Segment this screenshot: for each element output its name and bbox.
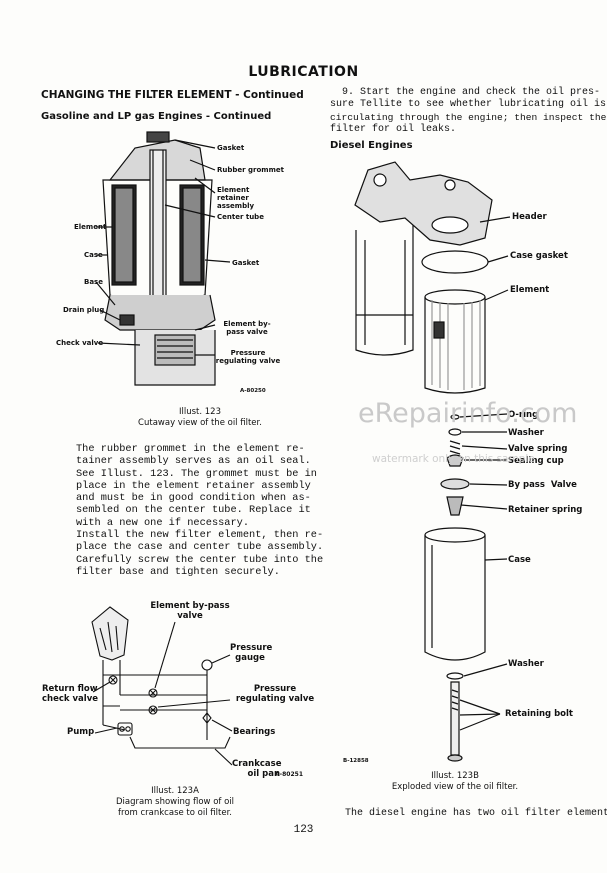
- label-drain-plug: Drain plug: [63, 306, 105, 314]
- label-o-ring: O-ring: [508, 410, 539, 420]
- para1-line: with a new one if necessary.: [76, 516, 250, 529]
- label-rubber-grommet: Rubber grommet: [217, 166, 284, 174]
- label-base: Base: [84, 278, 103, 286]
- label-element-bypass: Element by-pass valve: [150, 601, 230, 621]
- label-case-diesel: Case: [508, 555, 531, 565]
- paragraph-diesel-elements: The diesel engine has two oil filter ele…: [345, 808, 607, 819]
- para3-line: filter for oil leaks.: [330, 123, 457, 135]
- label-washer-2: Washer: [508, 659, 544, 669]
- diesel-heading: Diesel Engines: [330, 140, 413, 151]
- figure-code-123b: B-12858: [343, 758, 369, 764]
- caption-123b-text: Exploded view of the oil filter.: [391, 782, 519, 792]
- label-bypass-valve: By pass Valve: [508, 480, 577, 490]
- label-pump: Pump: [67, 727, 95, 737]
- label-element-retainer: Element retainer assembly: [217, 186, 255, 210]
- caption-123a-title: Illust. 123A: [151, 786, 199, 796]
- para2-line: filter base and tighten securely.: [76, 565, 280, 578]
- label-header: Header: [512, 212, 547, 222]
- para1-line: See Illust. 123. The grommet must be in: [76, 467, 317, 480]
- label-element-diesel: Element: [510, 285, 550, 295]
- label-bearings: Bearings: [233, 727, 276, 737]
- caption-123a-text: Diagram showing flow of oil from crankca…: [115, 797, 235, 818]
- figure-code-123: A-80250: [240, 388, 266, 394]
- para2-line: Carefully screw the center tube into the: [76, 553, 324, 566]
- label-return-flow: Return flow check valve: [42, 684, 99, 704]
- para1-line: place in the element retainer assembly: [76, 479, 311, 492]
- label-valve-spring: Valve spring: [508, 444, 568, 454]
- label-pressure-regulating-valve: Pressure regulating valve: [235, 684, 315, 704]
- watermark-subtext: watermark only on this sample: [372, 453, 535, 465]
- label-sealing-cup: Sealing cup: [508, 456, 564, 466]
- label-pressure-regulating: Pressure regulating valve: [215, 349, 281, 365]
- label-check-valve: Check valve: [56, 339, 104, 347]
- para3-line: circulating through the engine; then ins…: [330, 111, 607, 123]
- label-case: Case: [84, 251, 103, 259]
- label-center-tube: Center tube: [217, 213, 264, 221]
- para3-line: sure Tellite to see whether lubricating …: [330, 99, 607, 111]
- paragraph-install: Install the new filter element, then re-…: [76, 529, 323, 578]
- label-retainer-spring: Retainer spring: [508, 505, 583, 515]
- watermark-text: eRepairinfo.com: [358, 398, 578, 429]
- label-element-bypass-valve: Element by-pass valve: [223, 320, 271, 336]
- caption-123-title: Illust. 123: [178, 407, 221, 417]
- label-washer: Washer: [508, 428, 544, 438]
- page-title: LUBRICATION: [248, 64, 359, 80]
- para3-line: 9. Start the engine and check the oil pr…: [342, 87, 601, 98]
- para2-line: place the case and center tube assembly.: [76, 541, 324, 554]
- para1-line: sembled on the center tube. Replace it: [76, 504, 311, 517]
- label-pressure-gauge: Pressure gauge: [230, 643, 273, 663]
- para2-line: Install the new filter element, then re-: [76, 529, 324, 541]
- caption-123-text: Cutaway view of the oil filter.: [138, 418, 262, 428]
- section-heading: CHANGING THE FILTER ELEMENT - Continued: [41, 89, 304, 101]
- subsection-heading: Gasoline and LP gas Engines - Continued: [41, 111, 272, 122]
- paragraph-start-engine: 9. Start the engine and check the oil pr…: [330, 87, 606, 136]
- caption-123b-title: Illust. 123B: [431, 771, 479, 781]
- para1-line: and must be in good condition when as-: [76, 492, 311, 505]
- figure-code-123a: A-80251: [275, 771, 304, 778]
- page-number: 123: [293, 824, 314, 836]
- label-element: Element: [74, 223, 107, 231]
- label-retaining-bolt: Retaining bolt: [505, 709, 573, 719]
- label-crankcase: Crankcase oil pan: [232, 759, 282, 779]
- label-gasket-2: Gasket: [232, 259, 260, 267]
- para1-line: The rubber grommet in the element re-: [76, 443, 305, 455]
- label-gasket: Gasket: [217, 144, 245, 152]
- paragraph-grommet: The rubber grommet in the element re- ta…: [76, 443, 317, 529]
- para1-line: tainer assembly serves as an oil seal.: [76, 455, 311, 468]
- label-case-gasket: Case gasket: [510, 251, 568, 261]
